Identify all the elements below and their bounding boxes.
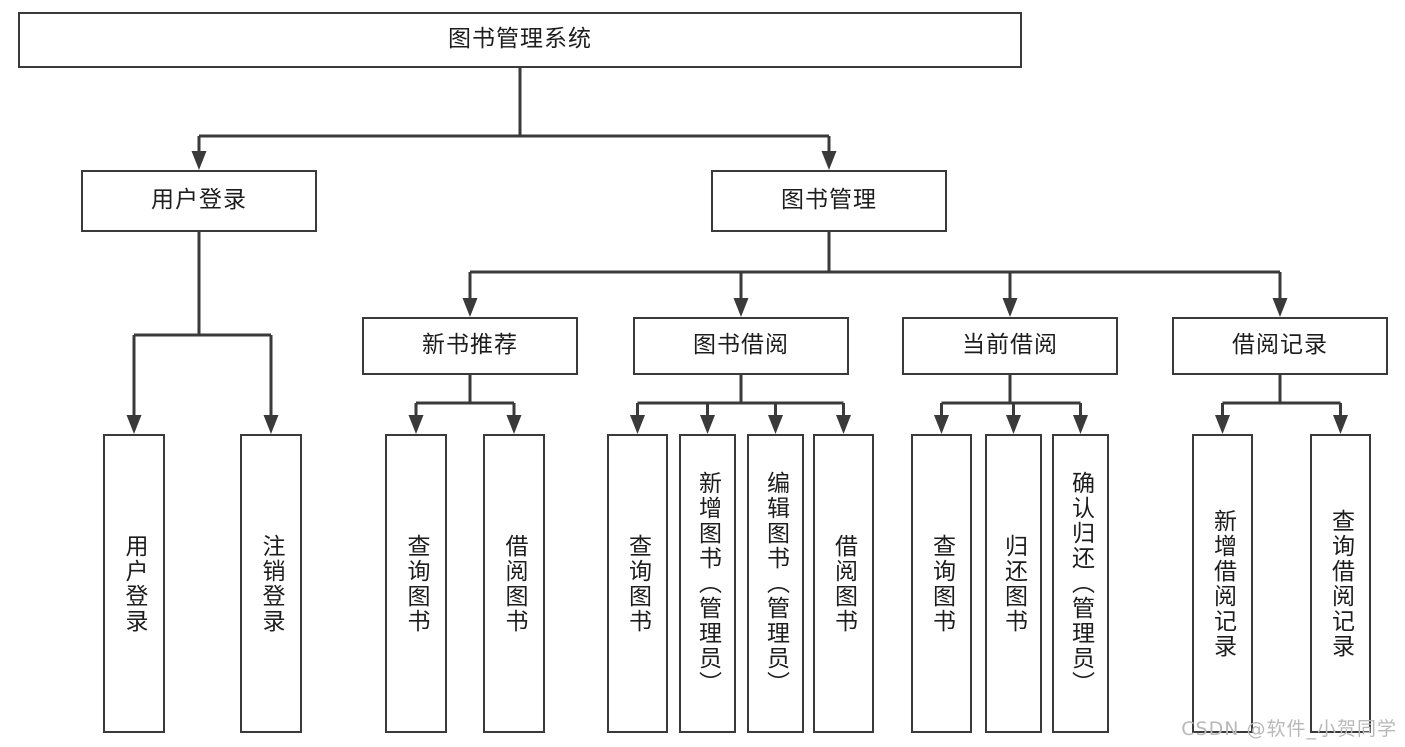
node-label: 借阅图书 — [830, 533, 857, 634]
node-leaf-add-borrow-record[interactable]: 新增借阅记录 — [1192, 434, 1253, 733]
node-label: 查询图书 — [624, 533, 651, 634]
node-new-book-recommend[interactable]: 新书推荐 — [362, 317, 578, 375]
node-label: 编辑图书（管理员） — [762, 471, 789, 696]
node-label: 新增图书（管理员） — [694, 471, 721, 696]
node-label: 图书借阅 — [693, 332, 789, 359]
node-label: 新增借阅记录 — [1209, 508, 1236, 659]
node-label: 查询图书 — [928, 533, 955, 634]
node-label: 借阅记录 — [1232, 332, 1328, 359]
node-leaf-query-borrow-record[interactable]: 查询借阅记录 — [1310, 434, 1371, 733]
node-leaf-return-book[interactable]: 归还图书 — [985, 434, 1042, 733]
node-label: 新书推荐 — [422, 332, 518, 359]
node-leaf-query-book-current[interactable]: 查询图书 — [911, 434, 972, 733]
node-label: 用户登录 — [151, 187, 247, 214]
node-label: 归还图书 — [1000, 533, 1027, 634]
node-user-login[interactable]: 用户登录 — [81, 170, 317, 232]
node-label: 用户登录 — [121, 533, 148, 634]
node-leaf-borrow-book[interactable]: 借阅图书 — [813, 434, 874, 733]
node-leaf-confirm-return-admin[interactable]: 确认归还（管理员） — [1052, 434, 1109, 733]
node-book-borrow[interactable]: 图书借阅 — [633, 317, 849, 375]
node-borrow-record[interactable]: 借阅记录 — [1172, 317, 1388, 375]
node-book-manage[interactable]: 图书管理 — [711, 170, 947, 232]
node-leaf-query-book-new[interactable]: 查询图书 — [385, 434, 447, 733]
node-label: 借阅图书 — [501, 533, 528, 634]
node-label: 查询图书 — [403, 533, 430, 634]
node-label: 确认归还（管理员） — [1067, 471, 1094, 696]
node-label: 图书管理系统 — [448, 26, 592, 53]
node-root-system[interactable]: 图书管理系统 — [18, 12, 1022, 68]
node-leaf-logout-login[interactable]: 注销登录 — [240, 434, 302, 733]
node-leaf-user-login[interactable]: 用户登录 — [103, 434, 165, 733]
node-label: 图书管理 — [781, 187, 877, 214]
node-label: 注销登录 — [258, 533, 285, 634]
node-label: 查询借阅记录 — [1327, 508, 1354, 659]
node-leaf-borrow-book-new[interactable]: 借阅图书 — [483, 434, 545, 733]
node-current-borrow[interactable]: 当前借阅 — [902, 317, 1118, 375]
node-leaf-edit-book-admin[interactable]: 编辑图书（管理员） — [747, 434, 804, 733]
node-leaf-query-book-borrow[interactable]: 查询图书 — [607, 434, 668, 733]
node-leaf-add-book-admin[interactable]: 新增图书（管理员） — [679, 434, 736, 733]
node-label: 当前借阅 — [962, 332, 1058, 359]
watermark-text: CSDN @软件_小贺同学 — [1181, 718, 1397, 740]
